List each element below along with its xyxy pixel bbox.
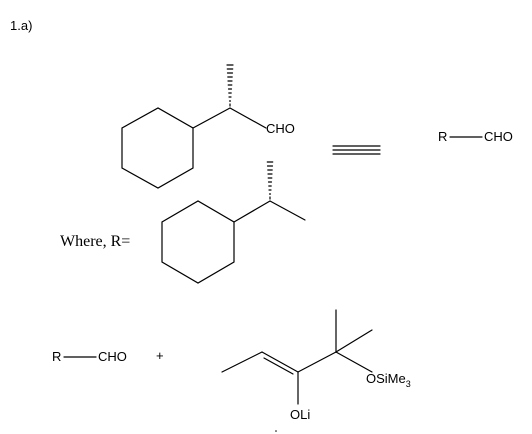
stray-dot xyxy=(275,430,277,432)
top-ring-to-stereocenter-bond xyxy=(192,107,231,129)
r-group-methyl-bond xyxy=(269,200,306,221)
r-group-ring-bond xyxy=(233,200,271,223)
top-cyclohexane-ring xyxy=(121,107,194,189)
plus-sign: + xyxy=(156,348,164,363)
cho-label-bottom: CHO xyxy=(98,349,127,364)
problem-label: 1.a) xyxy=(10,18,32,33)
top-aldehyde-molecule: CHO xyxy=(121,64,295,189)
where-r-label: Where, R= xyxy=(60,233,130,250)
r-cho-right: R CHO xyxy=(438,129,513,144)
top-cho-label: CHO xyxy=(266,121,295,136)
enolate-double-bond-outer xyxy=(261,351,299,373)
cho-label-right: CHO xyxy=(484,129,513,144)
oli-label: OLi xyxy=(290,407,310,422)
osime3-label: OSiMe3 xyxy=(366,371,411,389)
r-group-cyclohexane-ring xyxy=(161,200,235,284)
r-group-structure xyxy=(161,161,306,284)
r-group-hashed-wedge xyxy=(266,161,274,200)
quaternary-methyl-right xyxy=(335,329,373,353)
top-hashed-wedge xyxy=(226,64,234,107)
lithium-enolate-molecule: OSiMe3 OLi xyxy=(221,309,411,432)
equivalence-symbol xyxy=(332,145,381,155)
enolate-c-quaternary-bond xyxy=(297,351,337,373)
r-label-right: R xyxy=(438,129,447,144)
r-cho-bottom: R CHO xyxy=(52,349,127,364)
quaternary-osi-bond xyxy=(335,351,373,373)
r-label-bottom: R xyxy=(52,349,61,364)
enolate-methyl-bond xyxy=(221,351,263,373)
enolate-double-bond-inner xyxy=(263,357,294,375)
top-stereocenter-to-cho-bond xyxy=(229,107,267,129)
